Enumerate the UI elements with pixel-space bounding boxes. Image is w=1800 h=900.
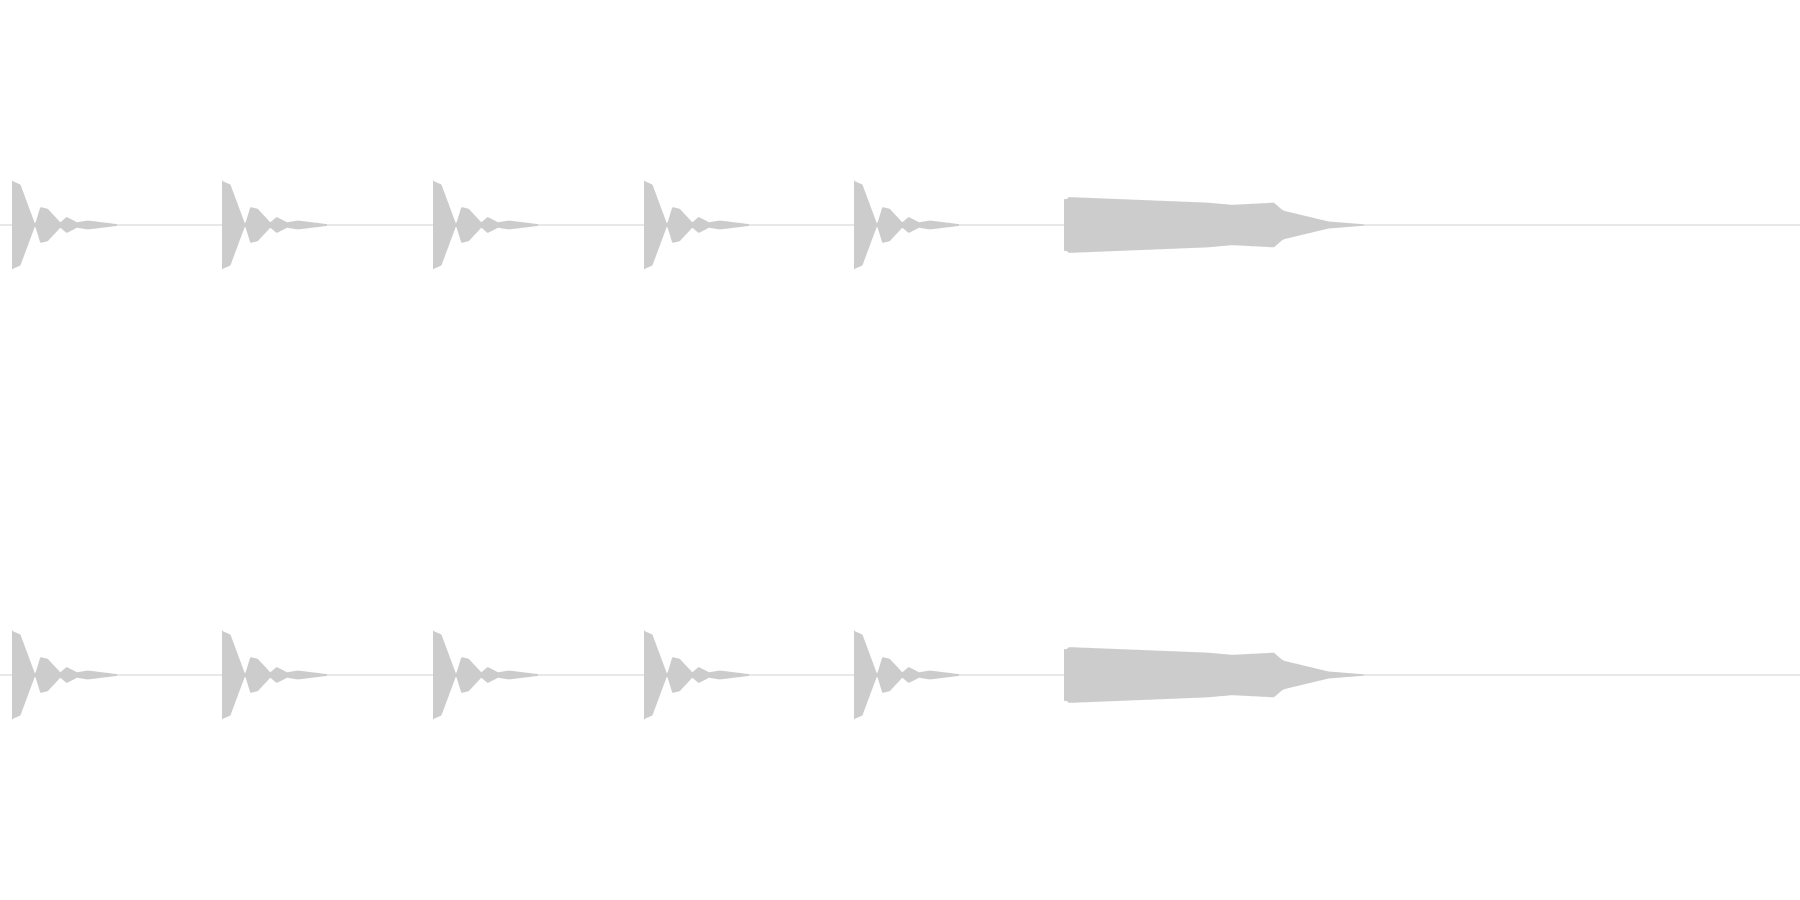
channel-2-clip-4-pluck[interactable] [644, 630, 749, 720]
channel-2-clip-3-pluck[interactable] [433, 630, 538, 720]
channel-1-clip-3-pluck[interactable] [433, 180, 538, 270]
channel-2-clip-5-pluck[interactable] [854, 630, 959, 720]
channel-2-clip-2-pluck[interactable] [222, 630, 327, 720]
channel-2-clip-6-sustain[interactable] [1064, 647, 1364, 703]
channel-1-clip-2-pluck[interactable] [222, 180, 327, 270]
channel-2-clip-1-pluck[interactable] [12, 630, 117, 720]
channel-2-track[interactable] [0, 630, 1800, 720]
channel-1-clip-5-pluck[interactable] [854, 180, 959, 270]
channel-1-clip-4-pluck[interactable] [644, 180, 749, 270]
channel-1-clip-1-pluck[interactable] [12, 180, 117, 270]
channel-1-track[interactable] [0, 180, 1800, 270]
channel-1-clip-6-sustain[interactable] [1064, 197, 1364, 253]
